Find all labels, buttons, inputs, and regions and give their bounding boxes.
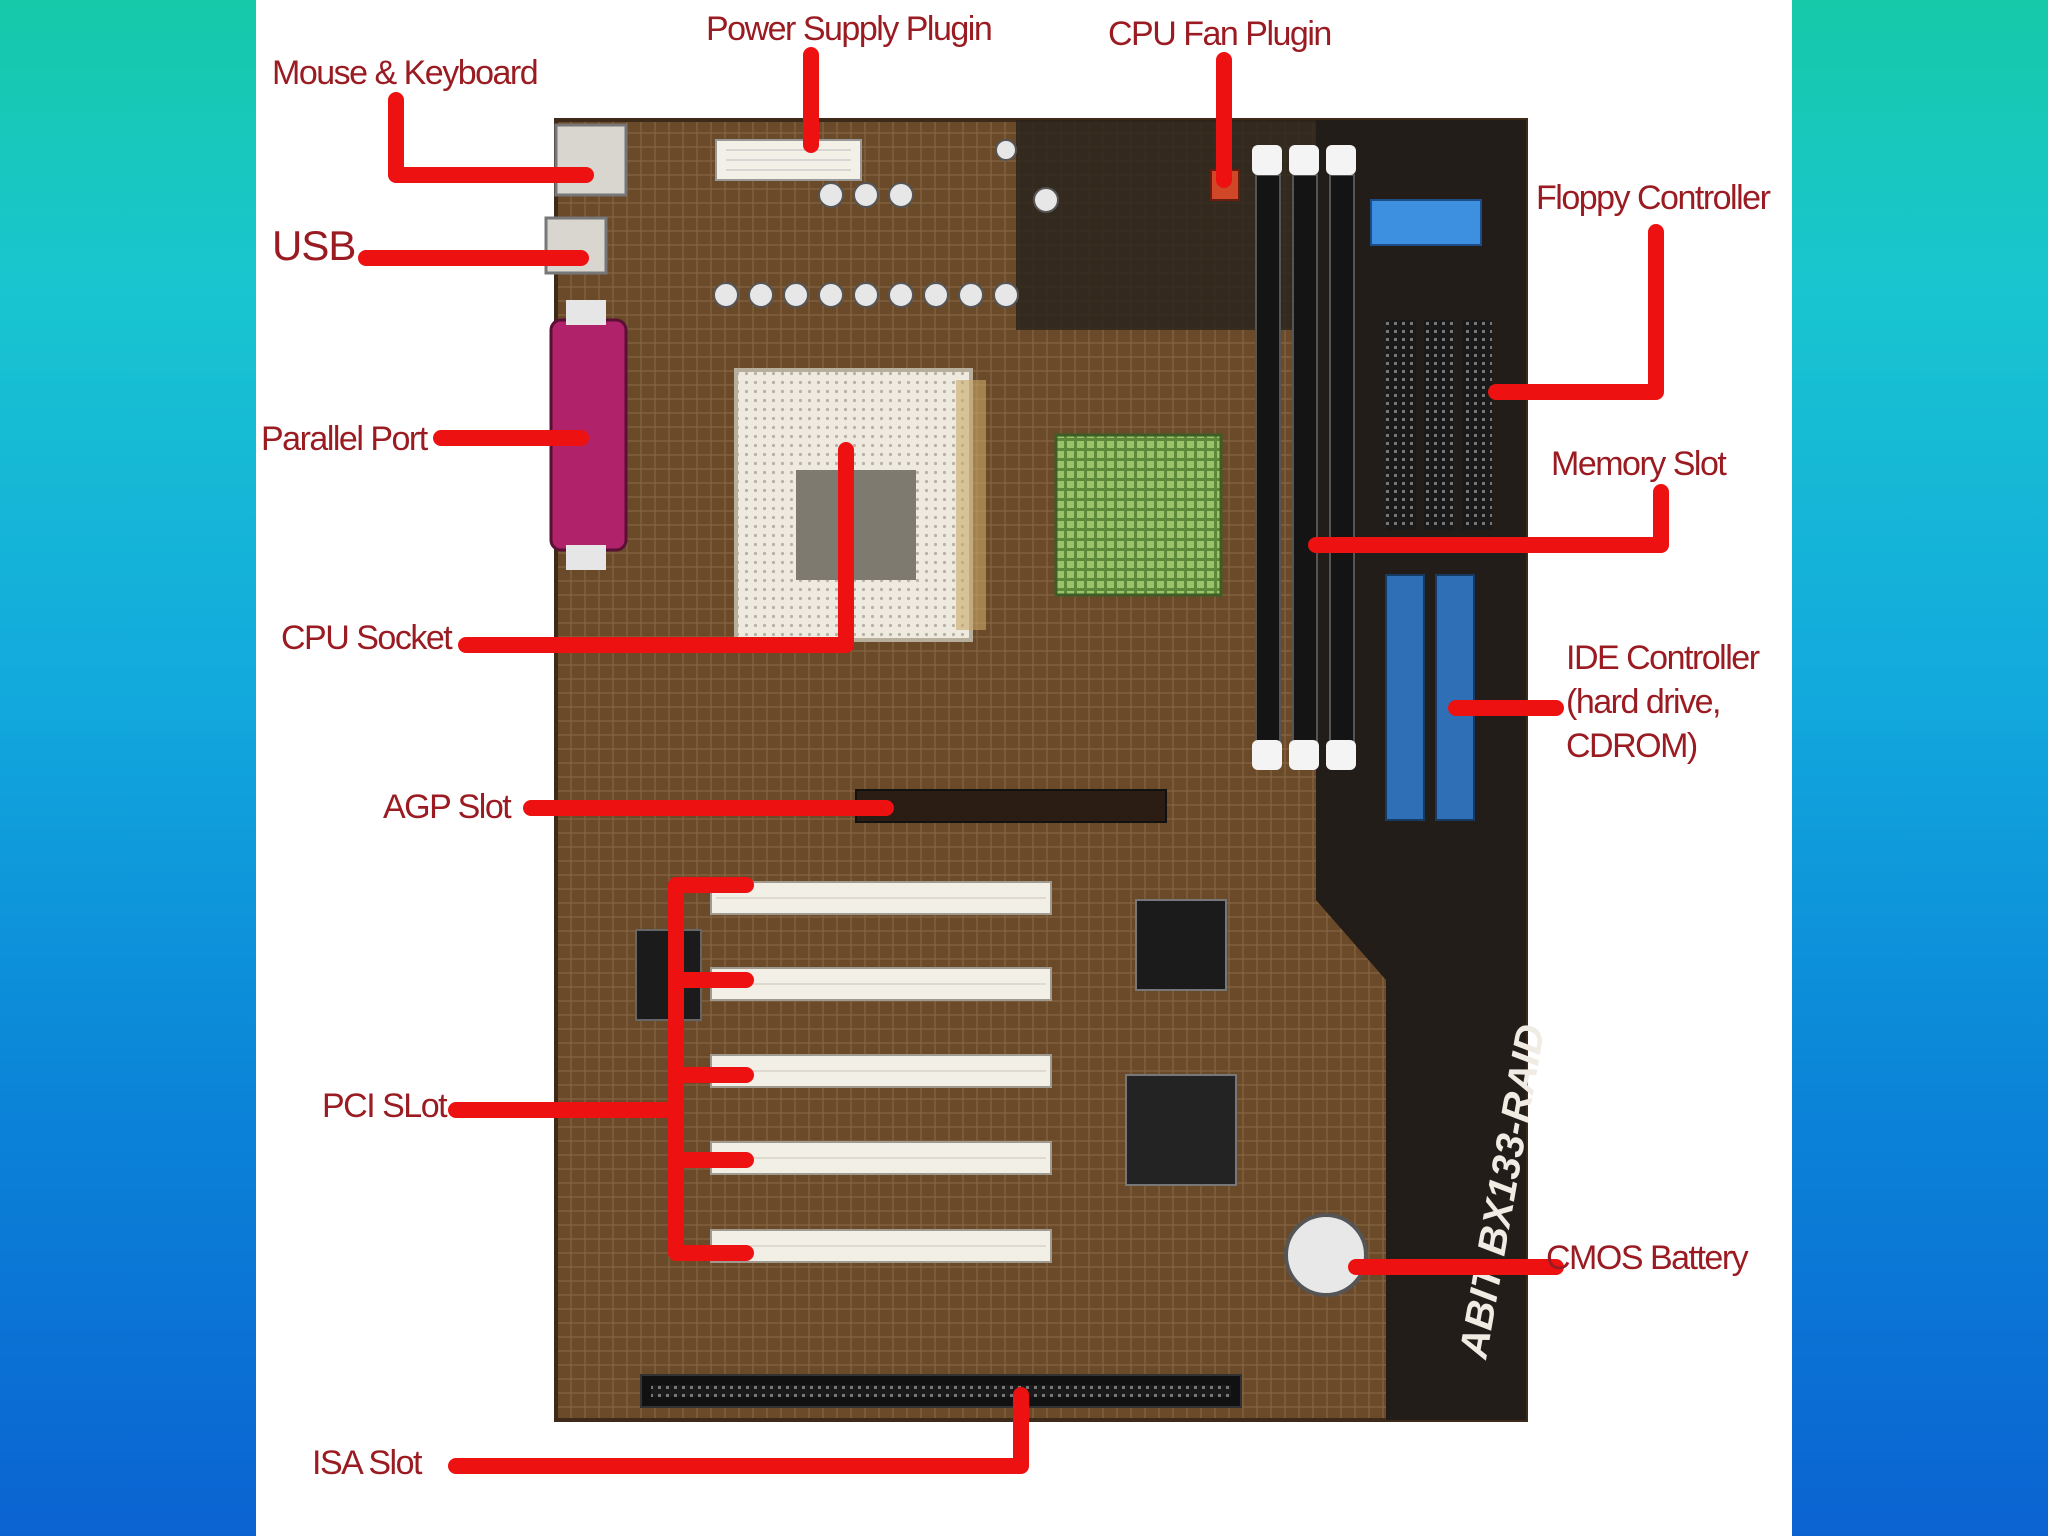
raid-chip: [1135, 899, 1227, 991]
memory-slots: [1252, 145, 1356, 770]
ps2-ports: [554, 123, 628, 197]
label-parallel: Parallel Port: [261, 420, 428, 458]
pointer-floppy: [1488, 224, 1664, 400]
label-mouse-keyboard: Mouse & Keyboard: [272, 54, 539, 92]
ide-connectors: [1385, 574, 1475, 821]
pointer-isa: [448, 1387, 1029, 1474]
label-floppy: Floppy Controller: [1536, 179, 1771, 217]
pointer-pci-ticks: [668, 972, 754, 1168]
southbridge-chip: [1125, 1074, 1237, 1186]
label-pci: PCI SLot: [322, 1087, 448, 1125]
label-cmos: CMOS Battery: [1546, 1239, 1749, 1277]
label-cpu-socket: CPU Socket: [281, 619, 453, 657]
label-ide-line1: IDE Controller: [1566, 639, 1760, 677]
pointer-mouse-keyboard: [388, 92, 594, 183]
pointer-cpu-socket: [458, 442, 854, 653]
label-ide-line2: (hard drive,: [1566, 683, 1721, 721]
label-ide-line3: CDROM): [1566, 727, 1698, 765]
cmos-battery: [1284, 1213, 1368, 1297]
label-agp: AGP Slot: [383, 788, 512, 826]
pointer-memory: [1308, 484, 1669, 553]
diagram-canvas: ABIT BX133-RAID Mouse & Keyboard Power S…: [256, 0, 1792, 1536]
label-usb: USB: [272, 222, 356, 269]
dip-switch: [1370, 199, 1482, 246]
label-power-supply: Power Supply Plugin: [706, 10, 993, 48]
agp-slot: [855, 789, 1167, 823]
pointer-lines: [358, 47, 1669, 1474]
floppy-connectors: [1386, 320, 1492, 530]
motherboard-illustration: ABIT BX133-RAID: [358, 47, 1669, 1474]
label-isa: ISA Slot: [312, 1444, 422, 1482]
capacitor-row: [713, 139, 1059, 308]
label-cpu-fan: CPU Fan Plugin: [1108, 15, 1332, 53]
northbridge-heatsink: [1054, 433, 1223, 597]
label-memory: Memory Slot: [1551, 445, 1727, 483]
